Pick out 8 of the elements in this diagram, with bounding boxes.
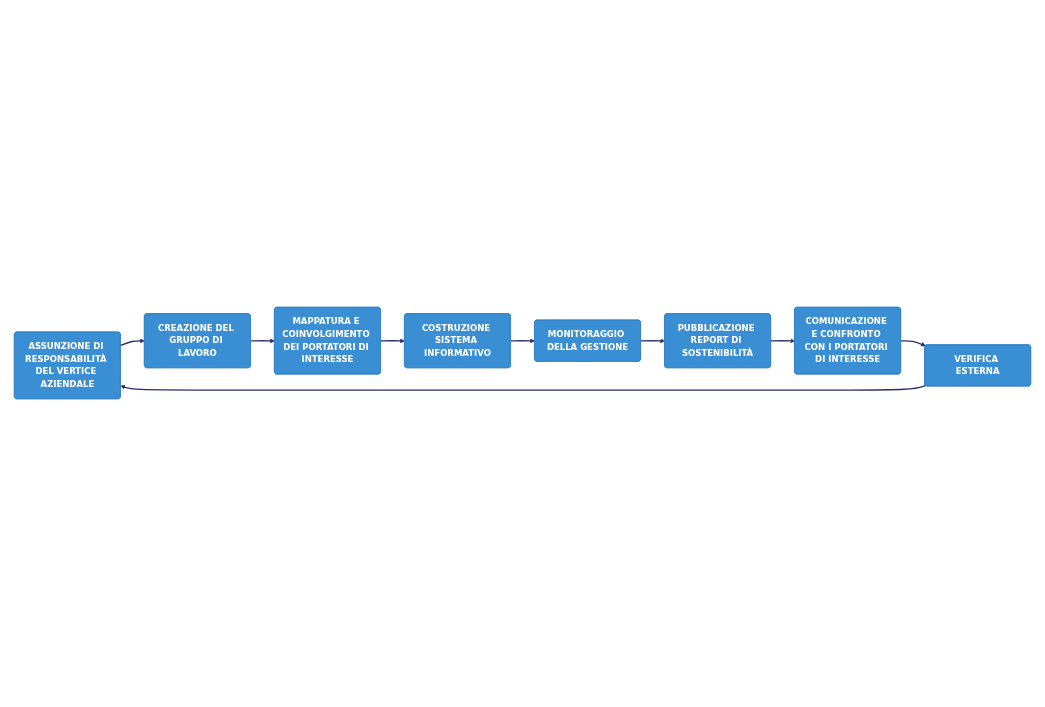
arrow	[770, 339, 795, 344]
arrow	[120, 385, 927, 392]
arrow	[900, 340, 926, 347]
arrow	[120, 339, 145, 347]
arrow	[640, 339, 665, 344]
arrow	[380, 339, 405, 344]
arrow	[510, 339, 535, 344]
arrow	[250, 339, 275, 344]
